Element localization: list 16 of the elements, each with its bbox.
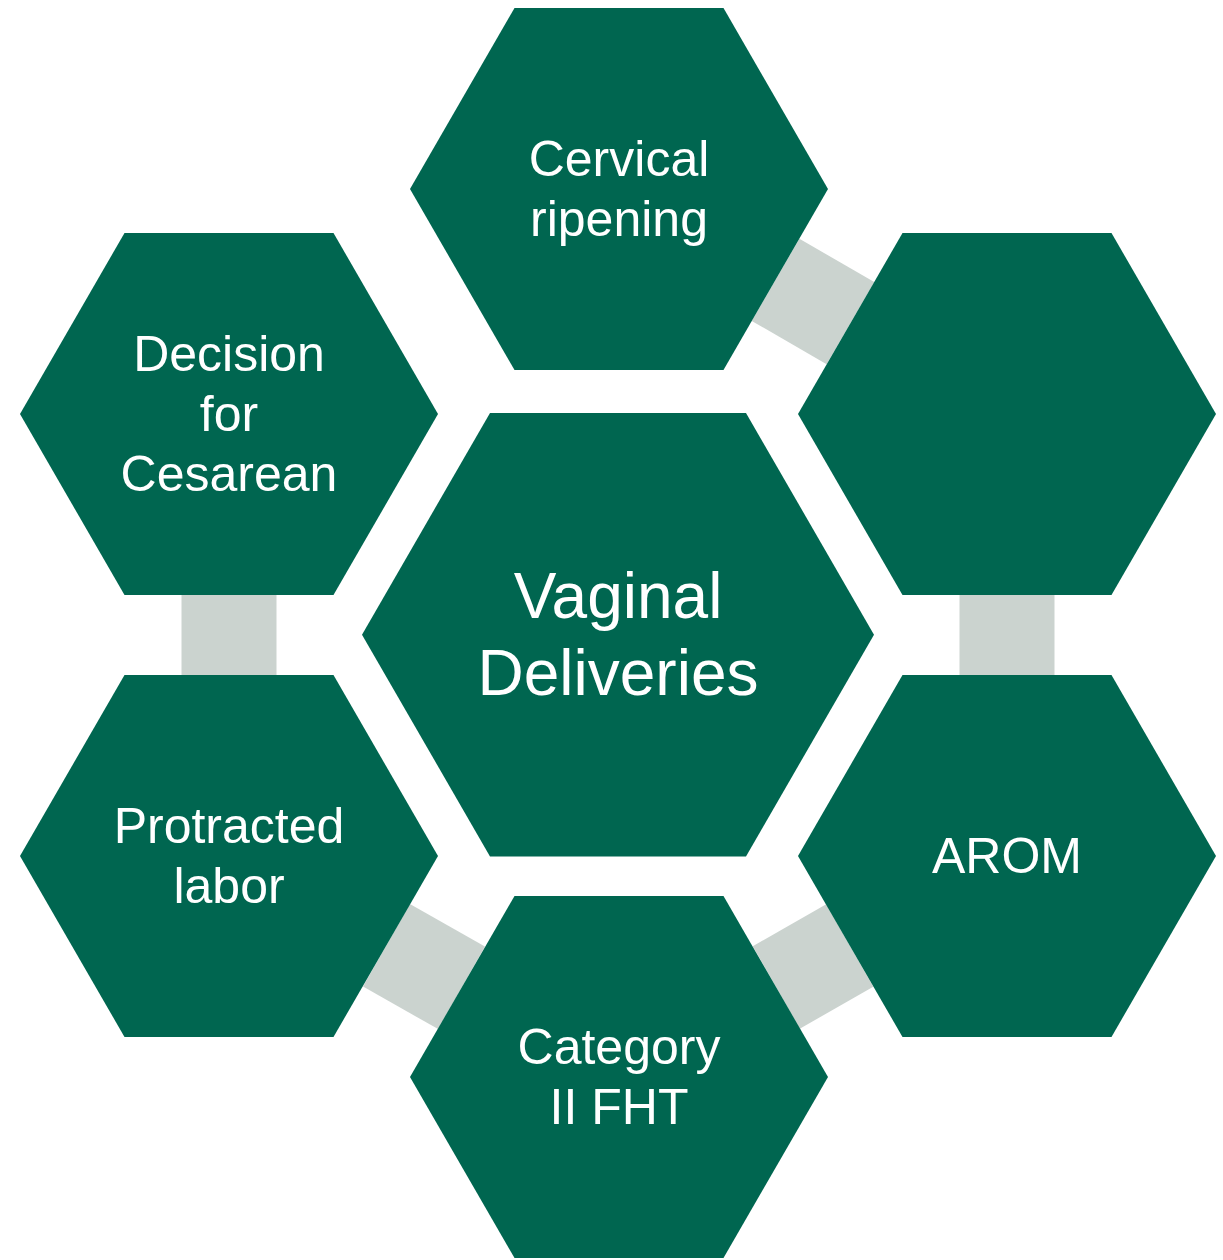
hexagon-node xyxy=(410,896,828,1258)
node-label: Decision for Cesarean xyxy=(119,325,339,504)
hexagon-node xyxy=(362,413,874,857)
node-label: Protracted labor xyxy=(112,797,346,916)
connector-band xyxy=(751,238,875,365)
hexagon-node xyxy=(20,675,438,1037)
hexagon-node xyxy=(798,675,1216,1037)
hexagon-node xyxy=(20,233,438,595)
node-label: Category II FHT xyxy=(516,1018,722,1137)
node-label: AROM xyxy=(931,827,1083,886)
node-label: Vaginal Deliveries xyxy=(476,559,760,711)
hexagon-node xyxy=(410,8,828,370)
node-label: Cervical ripening xyxy=(527,130,711,249)
hexagon-node xyxy=(798,233,1216,595)
connector-band xyxy=(752,904,874,1029)
connector-band xyxy=(363,903,485,1030)
